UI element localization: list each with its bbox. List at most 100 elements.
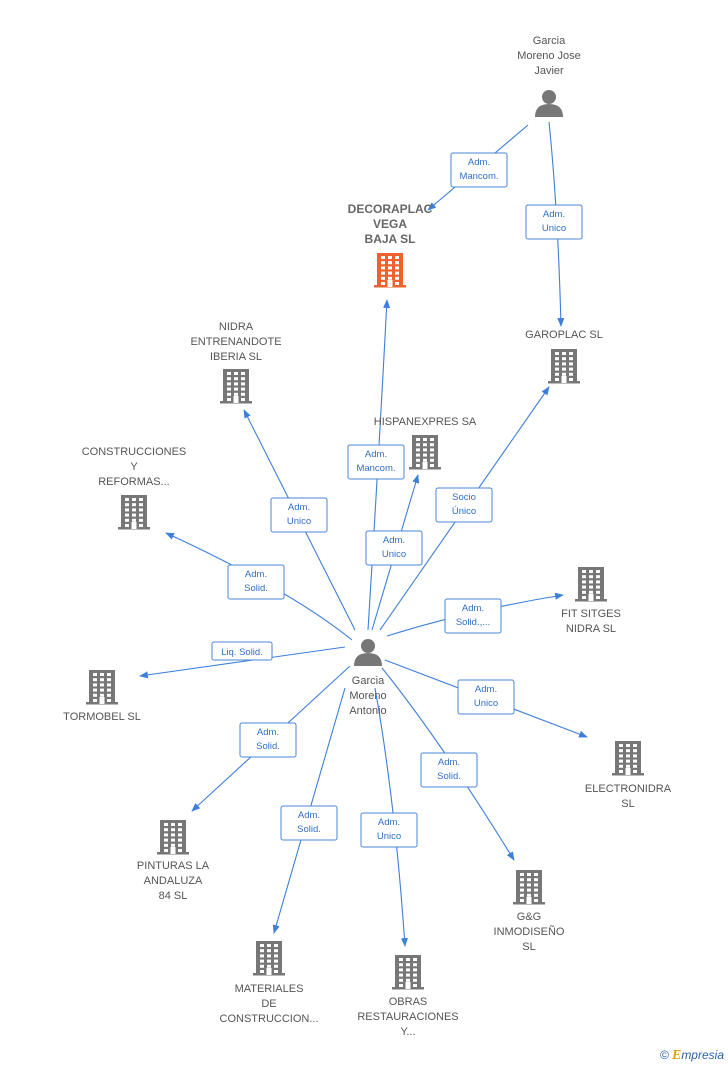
building-icon-door — [266, 968, 272, 975]
building-icon-window — [633, 749, 637, 753]
node-label: ELECTRONIDRA — [585, 783, 672, 795]
building-icon-window — [381, 266, 385, 270]
building-icon-window — [406, 968, 410, 972]
building-icon-window — [388, 276, 392, 280]
building-icon-window — [93, 693, 97, 697]
building-icon-window — [171, 833, 175, 837]
relationship-label-text: Unico — [382, 549, 406, 560]
building-icon-window — [589, 575, 593, 579]
building-icon-window — [381, 271, 385, 275]
node-label: REFORMAS... — [98, 476, 170, 488]
building-icon-window — [582, 596, 586, 599]
relationship-label[interactable]: Adm.Mancom. — [347, 444, 405, 480]
relationship-label[interactable]: Adm.Solid. — [239, 722, 297, 758]
building-icon-window — [139, 503, 143, 507]
relationship-label[interactable]: Adm.Solid. — [227, 564, 285, 600]
relationship-label[interactable]: Adm.Unico — [270, 497, 328, 533]
relationship-label[interactable]: Adm. Unico — [365, 530, 423, 566]
building-icon-window — [416, 453, 420, 457]
building-icon-window — [274, 964, 278, 968]
node-label: CONSTRUCCION... — [220, 1013, 319, 1025]
relationship-label-text: Único — [452, 506, 476, 517]
building-icon-window — [626, 754, 630, 758]
node-label: Javier — [534, 65, 564, 77]
building-icon — [575, 567, 607, 602]
node-label: Moreno — [349, 690, 386, 702]
building-icon-window — [582, 580, 586, 584]
relationship-label[interactable]: Adm.Solid. — [280, 805, 338, 841]
building-icon-window — [125, 518, 129, 522]
relationship-label-text: Adm. — [475, 684, 497, 695]
building-icon-window — [178, 833, 182, 837]
building-icon-window — [562, 357, 566, 361]
node-label: TORMOBEL SL — [63, 711, 141, 723]
building-icon-window — [527, 888, 531, 892]
node-label: VEGA — [373, 217, 407, 231]
relationship-label[interactable]: Adm. Solid.,... — [444, 598, 502, 634]
node-hispanexpres[interactable]: HISPANEXPRES SA — [374, 416, 477, 470]
node-label: Y... — [400, 1026, 415, 1038]
building-icon-window — [569, 352, 573, 355]
building-icon — [548, 349, 580, 384]
building-icon-window — [125, 508, 129, 512]
node-tormobel[interactable]: TORMOBEL SL — [63, 670, 141, 723]
building-icon-door — [131, 522, 137, 529]
building-icon-window — [534, 888, 538, 892]
building-icon — [374, 253, 406, 288]
person-icon-head — [542, 90, 556, 104]
building-icon-window — [227, 382, 231, 386]
relationship-label-text: Solid.,... — [456, 617, 490, 628]
building-icon-window — [562, 362, 566, 366]
relationship-label[interactable]: Adm.Solid. — [420, 752, 478, 788]
building-icon-window — [423, 458, 427, 462]
relationship-label[interactable]: Adm.Mancom. — [450, 152, 508, 188]
relationship-label-text: Adm. — [383, 535, 405, 546]
node-obras[interactable]: OBRASRESTAURACIONESY... — [357, 955, 459, 1038]
building-icon-window — [562, 352, 566, 355]
node-garoplac[interactable]: GAROPLAC SL — [525, 329, 603, 384]
relationship-label[interactable]: Liq. Solid. — [211, 641, 273, 661]
building-icon-window — [569, 357, 573, 361]
building-icon — [392, 955, 424, 990]
relationship-label-text: Unico — [474, 698, 498, 709]
node-materiales[interactable]: MATERIALESDECONSTRUCCION... — [220, 941, 319, 1025]
relationship-label[interactable]: Adm.Unico — [525, 204, 583, 240]
relationship-label-text: Adm. — [462, 603, 484, 614]
building-icon-window — [423, 448, 427, 452]
building-icon-window — [619, 764, 623, 768]
relationship-label-box — [420, 752, 478, 788]
building-icon-window — [164, 833, 168, 837]
relationship-label[interactable]: Adm. Unico — [457, 679, 515, 715]
building-icon-window — [633, 764, 637, 768]
node-label: BAJA SL — [365, 232, 416, 246]
building-icon-window — [406, 978, 410, 982]
person-icon — [535, 90, 563, 117]
building-icon-window — [413, 984, 417, 987]
relationship-label[interactable]: Adm.Unico — [360, 812, 418, 848]
node-construcciones[interactable]: CONSTRUCCIONESYREFORMAS... — [82, 446, 187, 530]
node-label: RESTAURACIONES — [357, 1011, 458, 1023]
building-icon-window — [388, 261, 392, 265]
building-icon-window — [227, 392, 231, 396]
building-icon-window — [241, 387, 245, 391]
building-icon-window — [381, 256, 385, 259]
building-icon-window — [416, 448, 420, 452]
building-icon-window — [107, 683, 111, 687]
building-icon-door — [422, 462, 428, 469]
building-icon-window — [596, 590, 600, 594]
building-icon-window — [260, 949, 264, 953]
building-icon-window — [107, 673, 111, 676]
relationship-label-text: Solid. — [256, 741, 280, 752]
building-icon-window — [132, 498, 136, 501]
building-icon-window — [416, 438, 420, 441]
